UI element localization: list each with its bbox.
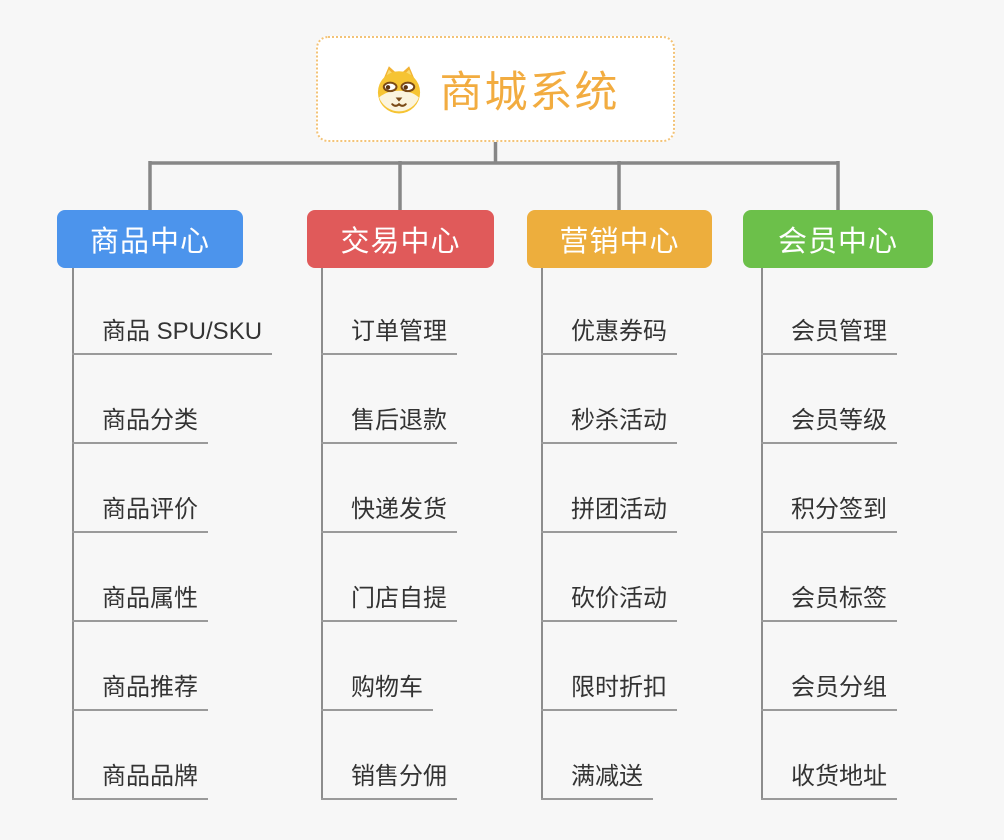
leaf-row: 订单管理 (321, 268, 457, 355)
leaf-row: 拼团活动 (541, 444, 677, 533)
leaf-row: 商品评价 (72, 444, 272, 533)
leaf-node[interactable]: 积分签到 (761, 489, 897, 533)
leaf-node[interactable]: 购物车 (321, 667, 433, 711)
leaf-node[interactable]: 收货地址 (761, 756, 897, 800)
branch-node-marketing-center[interactable]: 营销中心 (527, 210, 712, 268)
leaf-node[interactable]: 会员管理 (761, 311, 897, 355)
leaf-column-trade-center: 订单管理 售后退款 快递发货 门店自提 购物车 销售分佣 (321, 268, 457, 800)
leaf-column-member-center: 会员管理 会员等级 积分签到 会员标签 会员分组 收货地址 (761, 268, 897, 800)
branch-node-trade-center[interactable]: 交易中心 (307, 210, 494, 268)
leaf-row: 秒杀活动 (541, 355, 677, 444)
leaf-row: 会员标签 (761, 533, 897, 622)
leaf-column-marketing-center: 优惠券码 秒杀活动 拼团活动 砍价活动 限时折扣 满减送 (541, 268, 677, 800)
leaf-row: 限时折扣 (541, 622, 677, 711)
leaf-row: 门店自提 (321, 533, 457, 622)
leaf-row: 购物车 (321, 622, 457, 711)
leaf-row: 销售分佣 (321, 711, 457, 800)
leaf-column-product-center: 商品 SPU/SKU 商品分类 商品评价 商品属性 商品推荐 商品品牌 (72, 268, 273, 800)
leaf-node[interactable]: 优惠券码 (541, 311, 677, 355)
leaf-node[interactable]: 商品评价 (72, 489, 208, 533)
branch-label: 营销中心 (559, 226, 680, 258)
branch-node-member-center[interactable]: 会员中心 (743, 210, 933, 268)
leaf-row: 优惠券码 (541, 268, 677, 355)
leaf-row: 快递发货 (321, 444, 457, 533)
leaf-row: 售后退款 (321, 355, 457, 444)
leaf-node[interactable]: 快递发货 (321, 489, 457, 533)
branch-label: 会员中心 (777, 226, 898, 258)
leaf-row: 商品品牌 (72, 711, 272, 800)
leaf-node[interactable]: 售后退款 (321, 400, 457, 444)
leaf-row: 砍价活动 (541, 533, 677, 622)
leaf-node[interactable]: 满减送 (541, 756, 653, 800)
leaf-node[interactable]: 会员分组 (761, 667, 897, 711)
leaf-node[interactable]: 拼团活动 (541, 489, 677, 533)
branch-label: 商品中心 (89, 226, 210, 258)
leaf-node[interactable]: 商品推荐 (72, 667, 208, 711)
leaf-node[interactable]: 秒杀活动 (541, 400, 677, 444)
dog-face-icon (372, 62, 426, 116)
leaf-row: 商品推荐 (72, 622, 272, 711)
branch-label: 交易中心 (340, 226, 461, 258)
leaf-row: 商品分类 (72, 355, 272, 444)
leaf-node[interactable]: 会员标签 (761, 578, 897, 622)
leaf-row: 满减送 (541, 711, 677, 800)
leaf-row: 商品属性 (72, 533, 272, 622)
leaf-node[interactable]: 门店自提 (321, 578, 457, 622)
leaf-node[interactable]: 限时折扣 (541, 667, 677, 711)
leaf-node[interactable]: 订单管理 (321, 311, 457, 355)
leaf-row: 收货地址 (761, 711, 897, 800)
root-node[interactable]: 商城系统 (316, 36, 675, 142)
leaf-row: 商品 SPU/SKU (72, 268, 273, 355)
branch-node-product-center[interactable]: 商品中心 (57, 210, 243, 268)
leaf-node[interactable]: 商品 SPU/SKU (72, 311, 273, 355)
leaf-node[interactable]: 商品分类 (72, 400, 208, 444)
leaf-node[interactable]: 销售分佣 (321, 756, 457, 800)
leaf-node[interactable]: 砍价活动 (541, 578, 677, 622)
leaf-row: 会员等级 (761, 355, 897, 444)
root-title: 商城系统 (439, 69, 620, 117)
leaf-row: 积分签到 (761, 444, 897, 533)
leaf-node[interactable]: 商品属性 (72, 578, 208, 622)
leaf-row: 会员分组 (761, 622, 897, 711)
leaf-node[interactable]: 会员等级 (761, 400, 897, 444)
leaf-node[interactable]: 商品品牌 (72, 756, 208, 800)
leaf-row: 会员管理 (761, 268, 897, 355)
